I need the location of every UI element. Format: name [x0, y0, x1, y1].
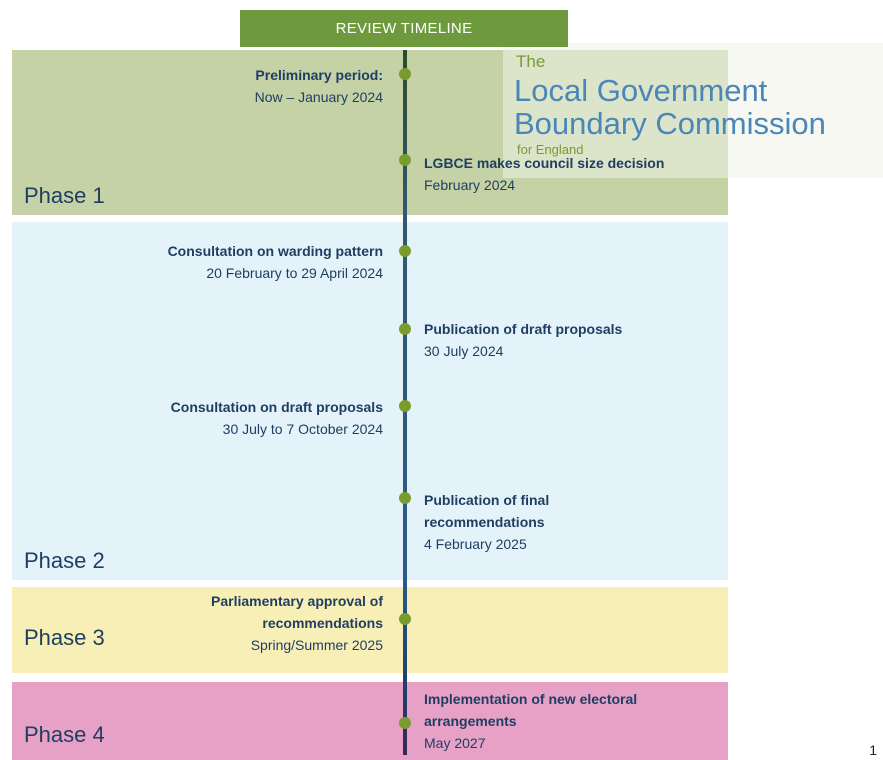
event-implementation: Implementation of new electoral arrangem…: [424, 688, 654, 754]
event-title: Publication of final recommendations: [424, 492, 550, 530]
event-title: LGBCE makes council size decision: [424, 155, 665, 171]
timeline-dot: [399, 68, 411, 80]
timeline-dot: [399, 492, 411, 504]
event-warding-consultation: Consultation on warding pattern 20 Febru…: [168, 240, 383, 284]
timeline-header: REVIEW TIMELINE: [240, 10, 568, 47]
event-draft-consultation: Consultation on draft proposals 30 July …: [171, 396, 383, 440]
event-date: 4 February 2025: [424, 536, 527, 552]
event-date: 30 July to 7 October 2024: [222, 421, 383, 437]
event-council-size-decision: LGBCE makes council size decision Februa…: [424, 152, 664, 196]
lgbce-logo: The Local Government Boundary Commission…: [503, 43, 883, 178]
phase-4-label: Phase 4: [24, 722, 105, 747]
event-draft-publication: Publication of draft proposals 30 July 2…: [424, 318, 622, 362]
phase-2-label: Phase 2: [24, 548, 105, 573]
event-preliminary-period: Preliminary period: Now – January 2024: [255, 64, 383, 108]
event-title: Parliamentary approval of recommendation…: [211, 593, 383, 631]
phase-2-band: Phase 2: [12, 222, 728, 580]
logo-local-government: Local Government: [514, 73, 768, 108]
event-title: Preliminary period:: [255, 67, 383, 83]
event-title: Consultation on warding pattern: [167, 243, 383, 259]
event-date: Spring/Summer 2025: [250, 637, 383, 653]
phase-3-label: Phase 3: [24, 625, 105, 650]
timeline-dot: [399, 400, 411, 412]
page-number: 1: [869, 742, 877, 758]
event-date: May 2027: [424, 735, 486, 751]
timeline-dot: [399, 154, 411, 166]
event-date: Now – January 2024: [254, 89, 383, 105]
logo-boundary-commission: Boundary Commission: [514, 106, 826, 141]
event-date: 20 February to 29 April 2024: [206, 265, 383, 281]
timeline-dot: [399, 323, 411, 335]
event-title: Publication of draft proposals: [424, 321, 623, 337]
logo-for-england: for England: [517, 142, 584, 157]
timeline-dot: [399, 613, 411, 625]
phase-3-band: Phase 3: [12, 587, 728, 673]
timeline-dot: [399, 717, 411, 729]
event-title: Implementation of new electoral arrangem…: [424, 691, 638, 729]
event-title: Consultation on draft proposals: [170, 399, 383, 415]
event-date: February 2024: [424, 177, 516, 193]
event-final-publication: Publication of final recommendations 4 F…: [424, 489, 614, 555]
phase-1-label: Phase 1: [24, 183, 105, 208]
phase-4-band: Phase 4: [12, 682, 728, 760]
event-parliamentary-approval: Parliamentary approval of recommendation…: [153, 590, 383, 656]
event-date: 30 July 2024: [424, 343, 504, 359]
logo-the: The: [516, 52, 546, 71]
timeline-dot: [399, 245, 411, 257]
